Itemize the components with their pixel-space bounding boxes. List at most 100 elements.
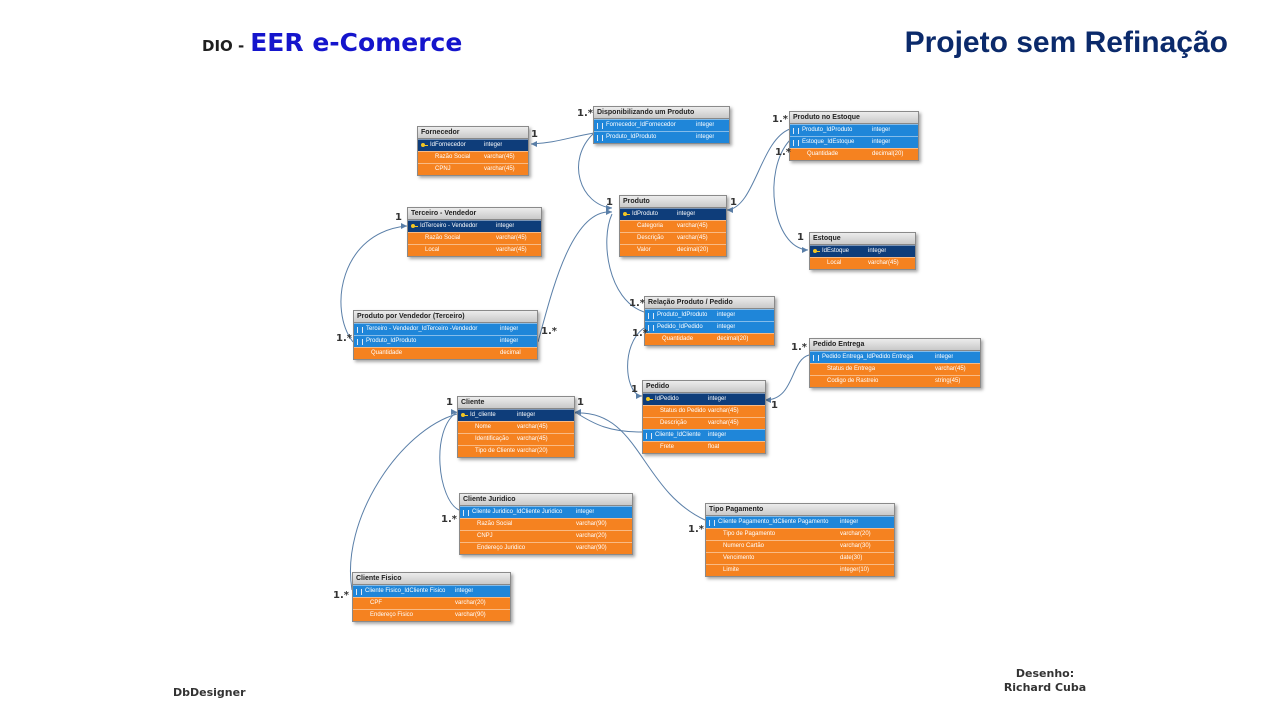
empty-icon-cell [408, 245, 420, 256]
field-name: Descrição [660, 420, 687, 426]
card-prod-one-left: 1 [606, 197, 613, 208]
key-icon-cell [353, 586, 365, 597]
field-type: integer [872, 127, 891, 133]
key-icon-cell [810, 352, 822, 363]
field-name: Valor [637, 247, 651, 253]
field-name: Codigo de Rastreio [827, 378, 879, 384]
card-pe-many-top: 1.* [772, 114, 788, 125]
field-name: Tipo de Pagamento [723, 531, 776, 537]
field-type: varchar(90) [576, 521, 607, 527]
empty-icon-cell [408, 233, 420, 244]
table-title: Pedido [643, 381, 765, 393]
key-icon-cell [354, 336, 366, 347]
card-cli-one-right: 1 [577, 397, 584, 408]
field-type: varchar(20) [517, 448, 548, 454]
link-pe-estoque [773, 139, 809, 251]
empty-icon-cell [353, 598, 365, 609]
key-icon-cell [408, 221, 420, 232]
table-row[interactable]: Terceiro - Vendedor_IdTerceiro -Vendedor… [354, 323, 537, 335]
empty-icon-cell [810, 376, 822, 387]
field-type: integer [696, 122, 715, 128]
table-title: Estoque [810, 233, 915, 245]
field-name: Descrição [637, 235, 664, 241]
foreign-key-icon [709, 519, 715, 526]
field-name: Produto_IdProduto [657, 312, 708, 318]
empty-icon-cell [790, 149, 802, 160]
table-produto-vendedor[interactable]: Produto por Vendedor (Terceiro)Terceiro … [353, 310, 538, 360]
table-title: Relação Produto / Pedido [645, 297, 774, 309]
field-type: varchar(45) [708, 408, 739, 414]
link-tp-cliente [574, 412, 706, 521]
empty-icon-cell [418, 152, 430, 163]
key-icon-cell [418, 140, 430, 151]
field-name: Frete [660, 444, 675, 450]
field-name: Razão Social [425, 235, 461, 241]
field-name: IdEstoque [822, 248, 850, 254]
field-type: varchar(30) [840, 543, 871, 549]
field-name: IdPedido [655, 396, 679, 402]
key-icon-cell [645, 322, 657, 333]
field-type: decimal(20) [872, 151, 904, 157]
